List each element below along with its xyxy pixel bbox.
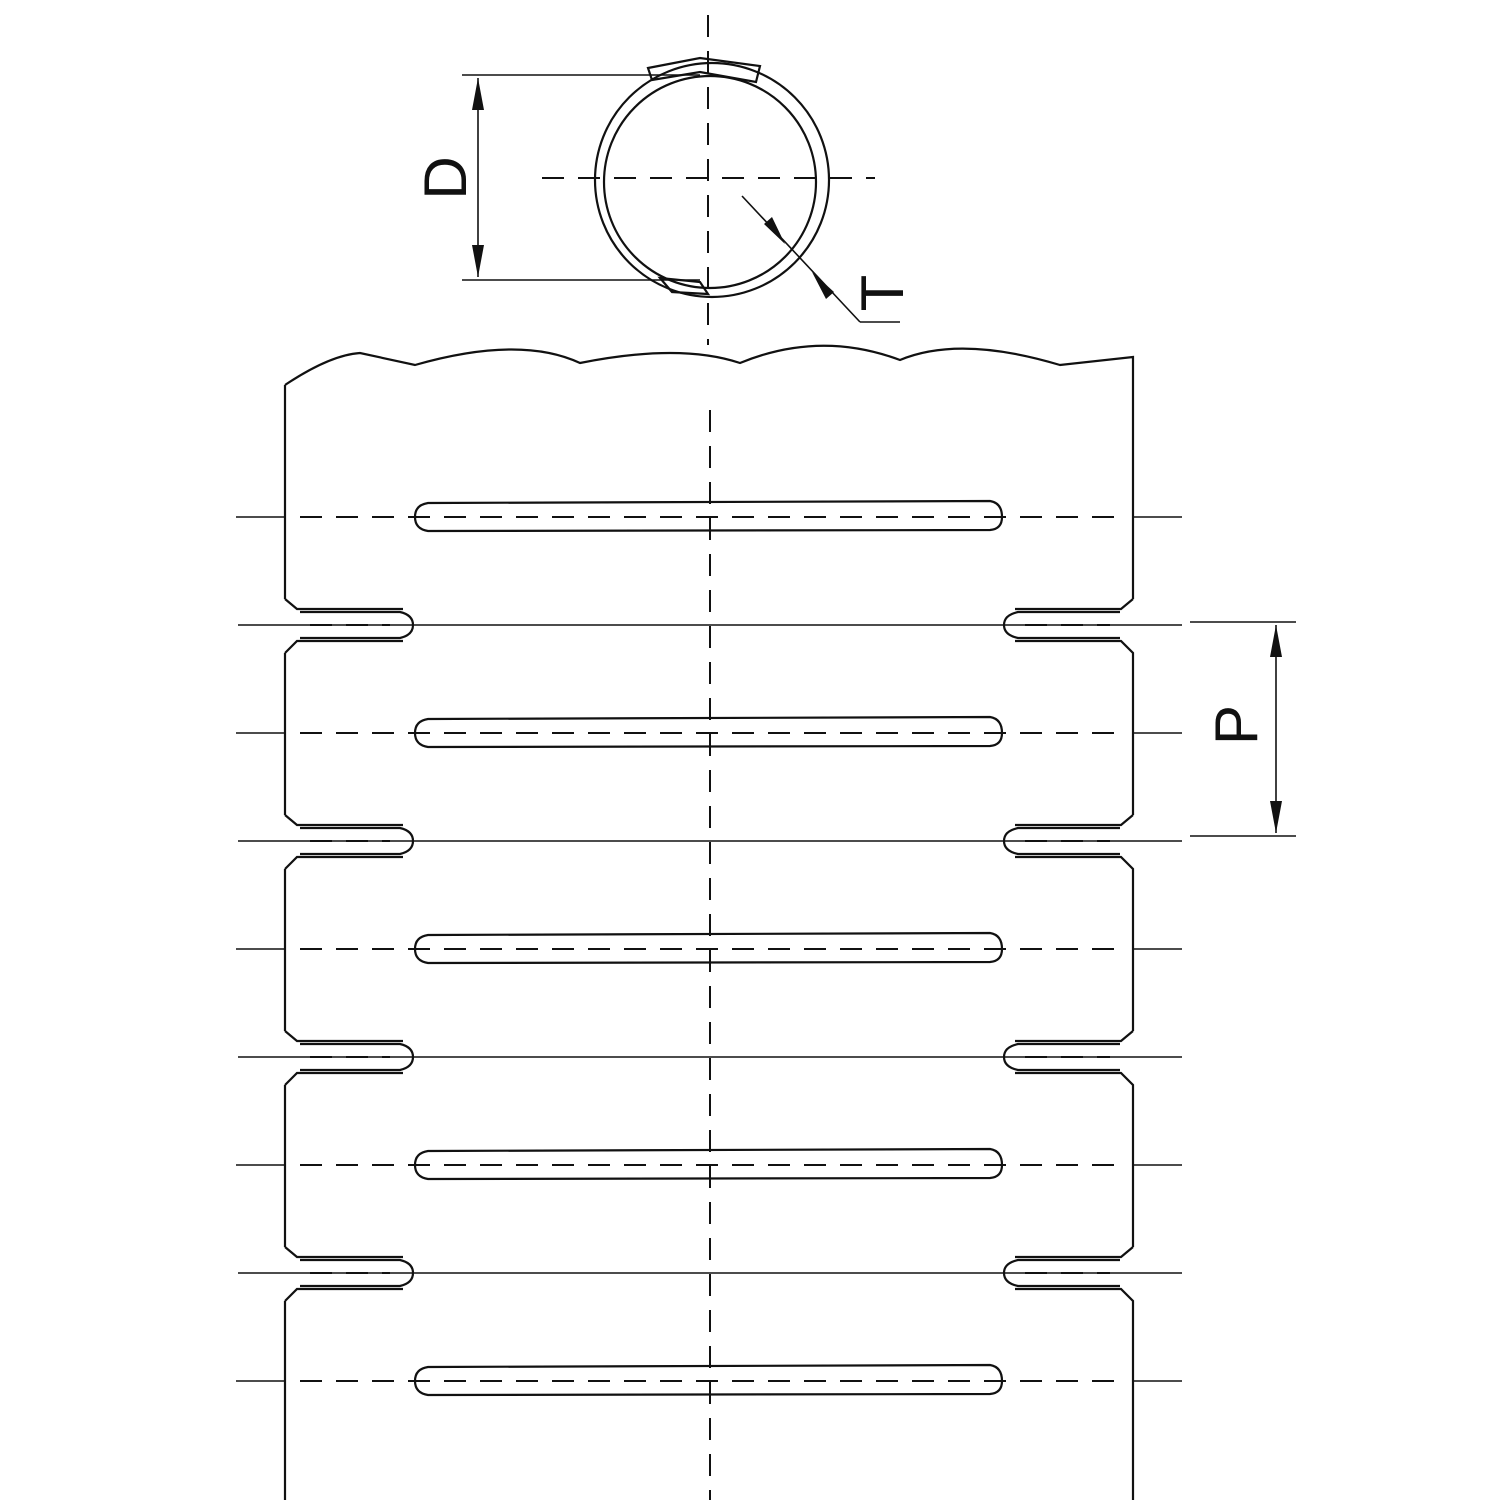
segment-top-edge <box>284 344 1135 599</box>
side-view: P <box>236 344 1296 1500</box>
t-leader-line <box>741 195 861 323</box>
segment-top-edge <box>284 855 1135 1031</box>
slot <box>413 931 1004 965</box>
groove-notch-right <box>1002 1042 1120 1072</box>
segment-top-edge <box>284 1287 1135 1463</box>
segment-bottom-edge <box>284 598 1134 611</box>
strip-overlap-top <box>646 56 762 84</box>
tube-outer-wall <box>593 61 831 299</box>
segment-top-edge <box>284 1071 1135 1247</box>
slot <box>413 1363 1004 1397</box>
slot <box>413 1147 1004 1181</box>
segment-bottom-edge <box>284 814 1134 827</box>
groove-notch-left <box>300 1258 415 1288</box>
groove-notch-right <box>1002 610 1120 640</box>
tube-inner-wall <box>602 74 818 290</box>
label-d: D <box>412 156 479 199</box>
groove-notch-right <box>1002 1258 1120 1288</box>
label-p: P <box>1203 705 1270 745</box>
slot <box>413 499 1004 533</box>
segment-bottom-edge <box>284 1030 1134 1043</box>
segment-bottom-edge <box>284 1246 1134 1259</box>
slot <box>413 715 1004 749</box>
groove-notch-left <box>300 610 415 640</box>
groove-notch-right <box>1002 826 1120 856</box>
segment-top-edge <box>284 639 1135 815</box>
groove-notch-left <box>300 826 415 856</box>
groove-notch-left <box>300 1042 415 1072</box>
label-t: T <box>849 275 916 312</box>
end-view: D T <box>412 15 916 345</box>
t-arrowheads <box>764 217 834 299</box>
